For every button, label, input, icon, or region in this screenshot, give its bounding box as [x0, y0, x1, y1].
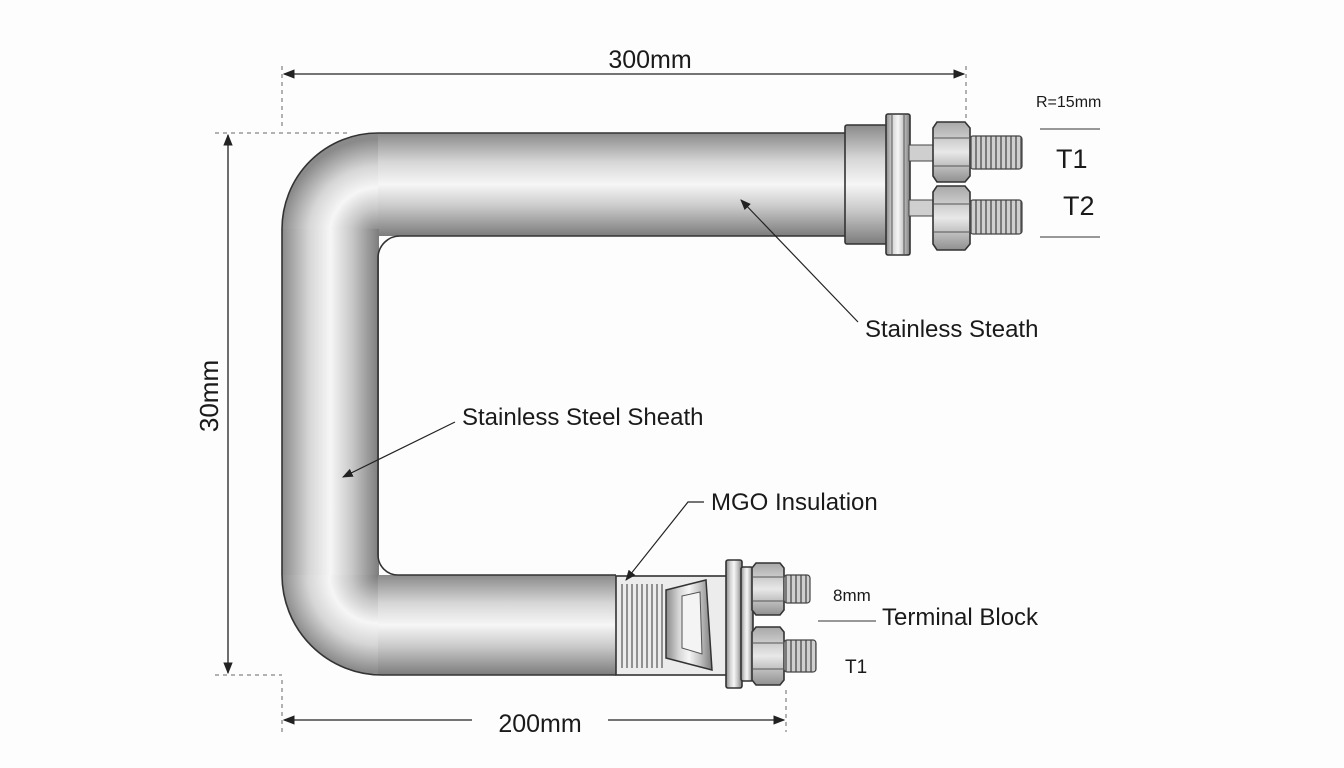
dimension-bottom-label: 200mm: [498, 710, 581, 738]
dimension-top-label: 300mm: [608, 46, 691, 74]
mgo-insulation-lines: [621, 584, 663, 668]
leader-sheath-top: [740, 199, 859, 323]
label-mgo-insulation: MGO Insulation: [711, 489, 878, 516]
extension-lines: [215, 66, 967, 732]
nut-t1: [932, 121, 971, 183]
terminal-bottom-t1-label: T1: [845, 657, 867, 678]
top-terminal-assembly: [844, 113, 1023, 256]
label-stainless-steel-sheath: Stainless Steel Sheath: [462, 404, 704, 431]
stainless-tube: [281, 132, 846, 676]
nut-t2: [932, 185, 971, 251]
label-terminal-block: Terminal Block: [882, 604, 1039, 631]
bottom-terminal-assembly: [615, 559, 817, 689]
terminal-t1-label: T1: [1056, 144, 1088, 174]
leader-sheath-left: [342, 421, 456, 478]
radius-label: R=15mm: [1036, 94, 1101, 111]
terminal-gap-label: 8mm: [833, 586, 871, 605]
terminal-t2-label: T2: [1063, 191, 1095, 221]
label-stainless-steath: Stainless Steath: [865, 316, 1038, 343]
dimension-left-label: 30mm: [194, 360, 224, 432]
leader-mgo: [625, 501, 704, 581]
